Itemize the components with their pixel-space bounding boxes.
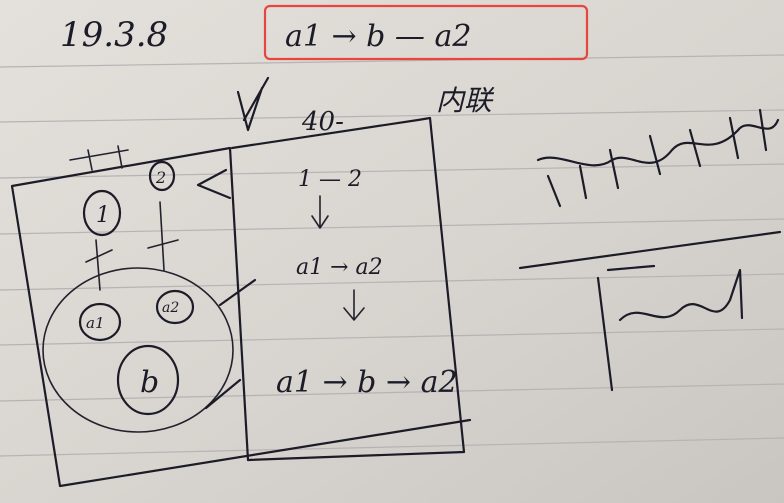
flow-step-2: a1 → a2 — [296, 255, 383, 280]
circle-b-label: b — [140, 365, 159, 400]
flow-arrow-1 — [311, 195, 329, 229]
highlight-box — [263, 4, 589, 61]
right-note-handwriting: 内联 — [436, 84, 495, 117]
flow-arrow-2 — [343, 289, 365, 321]
ruled-lines — [0, 54, 784, 457]
circle-a2-label: a2 — [162, 300, 179, 316]
flow-box — [230, 116, 466, 462]
right-scribbles — [518, 108, 782, 392]
check-mark-scribble — [236, 76, 270, 132]
left-box — [10, 145, 472, 488]
circle-a1-label: a1 — [86, 314, 105, 332]
circle-2-label: 2 — [155, 168, 166, 187]
flow-step-3: a1 → b → a2 — [276, 365, 458, 400]
highlight-handwriting: a1 → b — a2 — [285, 19, 471, 54]
flow-step-1: 1 — 2 — [298, 167, 362, 192]
circles: 1 2 a1 a2 b — [42, 160, 257, 433]
date-handwriting: 19.3.8 — [60, 15, 168, 55]
circle-1-label: 1 — [96, 203, 110, 228]
